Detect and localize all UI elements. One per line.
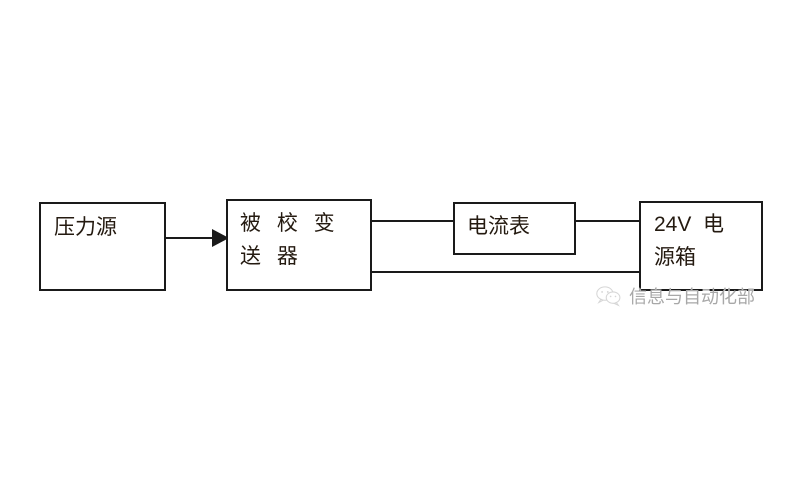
node-pressure-source: 压力源 — [39, 202, 166, 291]
wechat-logo-icon — [596, 286, 621, 307]
node-transmitter-under-test: 被 校 变 送 器 — [226, 199, 372, 291]
node-pressure-source-label: 压力源 — [54, 216, 117, 239]
node-power-supply-24v-label: 24V 电 源箱 — [654, 213, 725, 269]
connector-transmitter-to-ammeter — [371, 220, 455, 222]
node-transmitter-under-test-label: 被 校 变 送 器 — [240, 212, 351, 268]
connector-ammeter-to-power-supply — [574, 220, 641, 222]
node-ammeter: 电流表 — [453, 202, 576, 255]
node-power-supply-24v: 24V 电 源箱 — [639, 201, 763, 291]
connector-source-to-transmitter-shaft — [165, 237, 215, 239]
connector-transmitter-to-power-supply — [371, 271, 641, 273]
arrow-head-icon — [212, 229, 229, 247]
node-ammeter-label: 电流表 — [467, 215, 530, 238]
